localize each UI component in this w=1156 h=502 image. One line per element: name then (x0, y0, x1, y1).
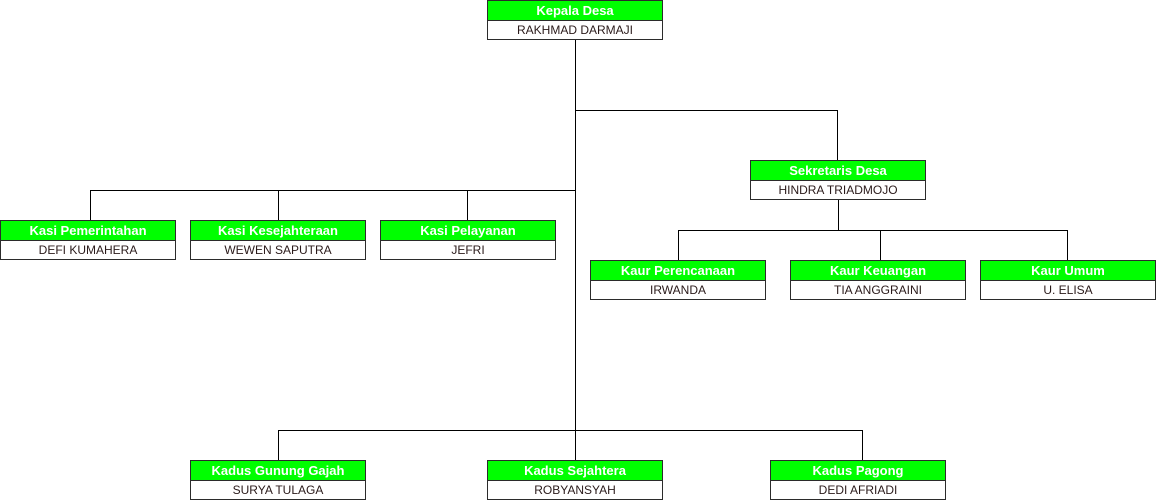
role-label: Kadus Sejahtera (487, 460, 663, 480)
person-name: TIA ANGGRAINI (790, 280, 966, 300)
person-name: DEFI KUMAHERA (0, 240, 176, 260)
node-kaur-perencanaan: Kaur Perencanaan IRWANDA (590, 260, 766, 300)
node-kasi-kesejahteraan: Kasi Kesejahteraan WEWEN SAPUTRA (190, 220, 366, 260)
role-label: Kasi Pelayanan (380, 220, 556, 240)
person-name: IRWANDA (590, 280, 766, 300)
node-kadus-sejahtera: Kadus Sejahtera ROBYANSYAH (487, 460, 663, 500)
person-name: JEFRI (380, 240, 556, 260)
person-name: SURYA TULAGA (190, 480, 366, 500)
node-kaur-umum: Kaur Umum U. ELISA (980, 260, 1156, 300)
role-label: Kepala Desa (487, 0, 663, 20)
role-label: Kaur Keuangan (790, 260, 966, 280)
person-name: WEWEN SAPUTRA (190, 240, 366, 260)
person-name: HINDRA TRIADMOJO (750, 180, 926, 200)
node-kasi-pemerintahan: Kasi Pemerintahan DEFI KUMAHERA (0, 220, 176, 260)
node-kadus-pagong: Kadus Pagong DEDI AFRIADI (770, 460, 946, 500)
person-name: RAKHMAD DARMAJI (487, 20, 663, 40)
node-kasi-pelayanan: Kasi Pelayanan JEFRI (380, 220, 556, 260)
role-label: Kadus Pagong (770, 460, 946, 480)
node-kaur-keuangan: Kaur Keuangan TIA ANGGRAINI (790, 260, 966, 300)
role-label: Sekretaris Desa (750, 160, 926, 180)
role-label: Kaur Umum (980, 260, 1156, 280)
role-label: Kasi Pemerintahan (0, 220, 176, 240)
role-label: Kadus Gunung Gajah (190, 460, 366, 480)
person-name: ROBYANSYAH (487, 480, 663, 500)
node-kepala-desa: Kepala Desa RAKHMAD DARMAJI (487, 0, 663, 40)
role-label: Kaur Perencanaan (590, 260, 766, 280)
person-name: DEDI AFRIADI (770, 480, 946, 500)
person-name: U. ELISA (980, 280, 1156, 300)
node-kadus-gunung-gajah: Kadus Gunung Gajah SURYA TULAGA (190, 460, 366, 500)
role-label: Kasi Kesejahteraan (190, 220, 366, 240)
node-sekretaris-desa: Sekretaris Desa HINDRA TRIADMOJO (750, 160, 926, 200)
